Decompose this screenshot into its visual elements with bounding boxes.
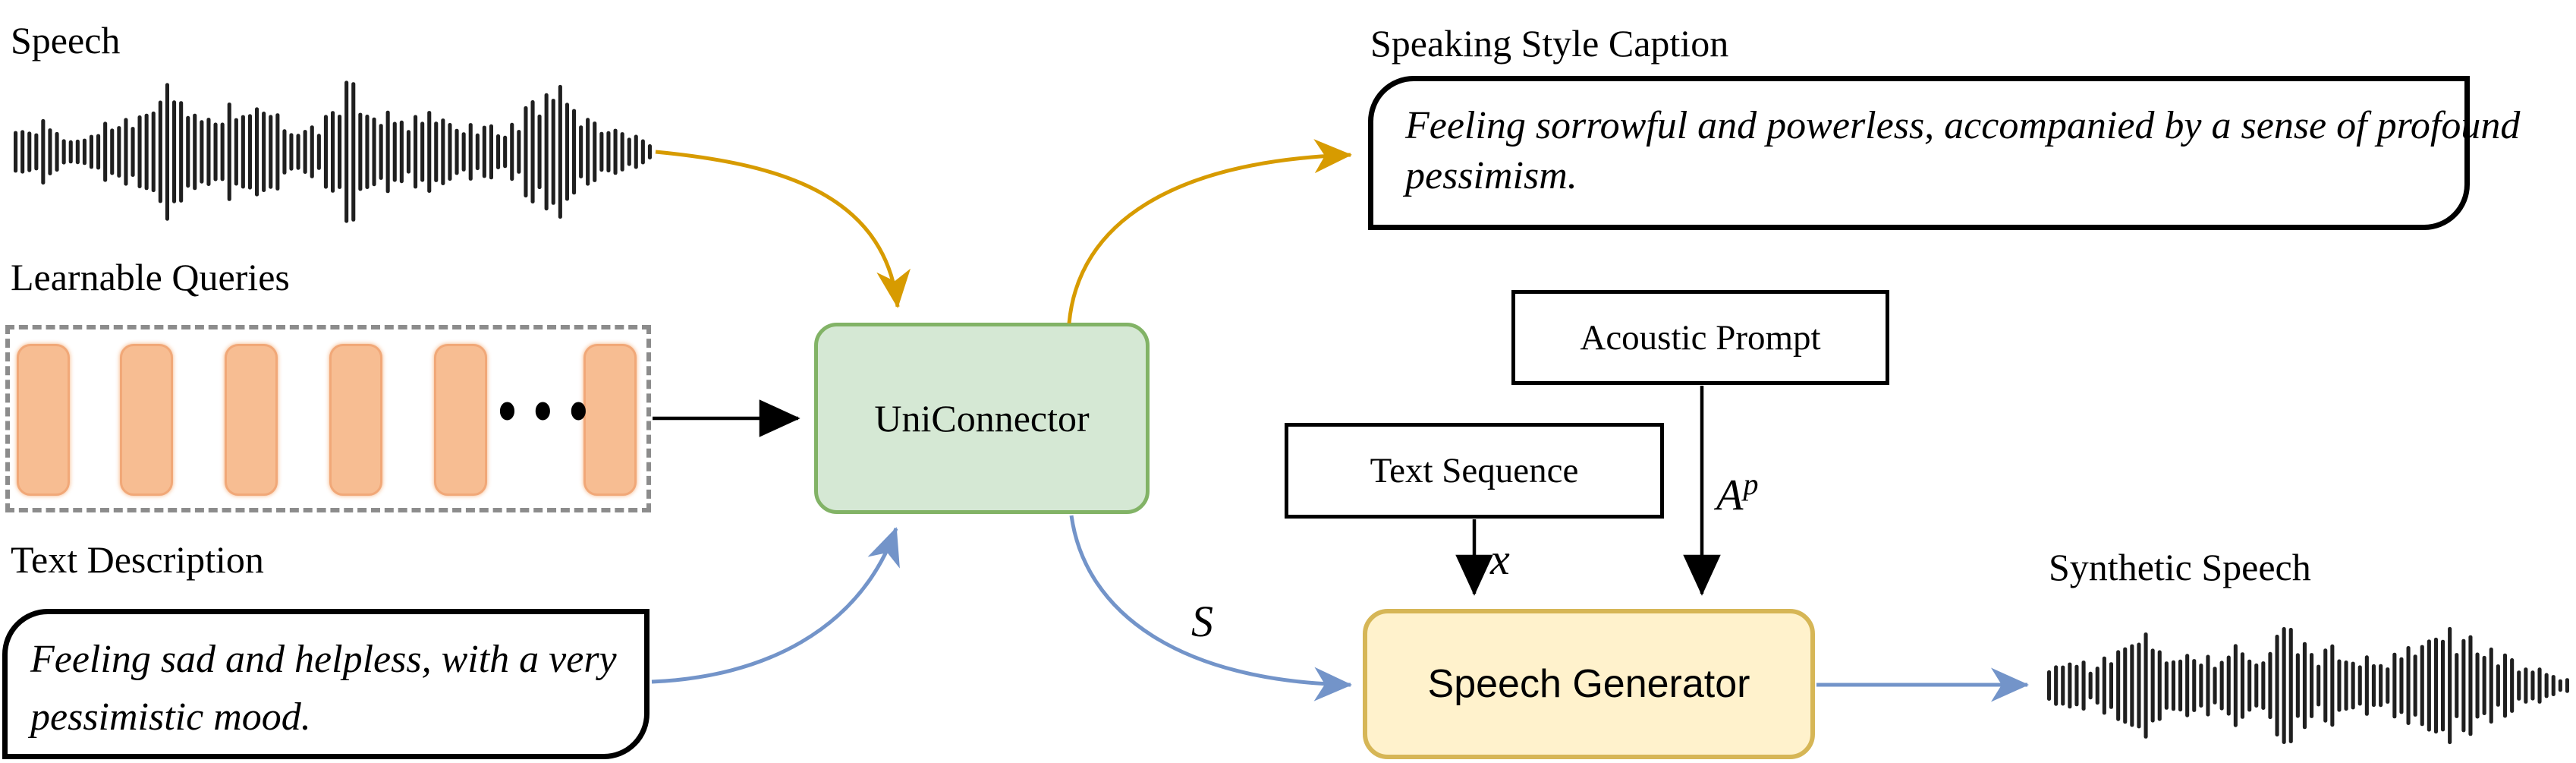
query-token <box>17 344 70 496</box>
text-description-label: Text Description <box>11 538 264 581</box>
acoustic-prompt-ap-label: Ap <box>1716 467 1759 520</box>
query-token <box>583 344 637 496</box>
synthetic-speech-label: Synthetic Speech <box>2049 546 2311 588</box>
uniconnector-label: UniConnector <box>874 397 1090 440</box>
speaking-style-caption-label: Speaking Style Caption <box>1370 22 1729 65</box>
text-description-line: Feeling sad and helpless, with a very <box>30 638 617 681</box>
learnable-queries-label: Learnable Queries <box>11 256 290 298</box>
ellipsis-icon: ••• <box>492 377 599 450</box>
speech-waveform-icon <box>14 74 655 230</box>
hidden-state-s-label: S <box>1191 597 1213 646</box>
text-input-x-label: x <box>1490 534 1510 584</box>
query-token <box>120 344 173 496</box>
arrow-textdesc-to-uniconnector <box>651 527 900 684</box>
text-description-box: Feeling sad and helpless, with a very pe… <box>2 609 650 759</box>
speaking-style-caption-box: Feeling sorrowful and powerless, accompa… <box>1368 76 2521 230</box>
speech-label: Speech <box>11 19 121 61</box>
text-sequence-label: Text Sequence <box>1370 451 1579 490</box>
query-token <box>434 344 487 496</box>
acoustic-prompt-box: Acoustic Prompt <box>1511 290 1889 385</box>
text-description-line: pessimistic mood. <box>30 695 311 739</box>
uniconnector-box: UniConnector <box>814 323 1150 514</box>
query-token <box>225 344 278 496</box>
acoustic-prompt-label: Acoustic Prompt <box>1580 317 1821 358</box>
arrow-uniconnector-to-caption <box>1067 139 1352 324</box>
caption-line: Feeling sorrowful and powerless, accompa… <box>1405 104 2521 147</box>
learnable-queries-box: ••• <box>5 325 651 512</box>
speech-generator-label: Speech Generator <box>1427 662 1750 706</box>
text-sequence-box: Text Sequence <box>1285 423 1664 519</box>
synthetic-speech-waveform-icon <box>2047 613 2572 758</box>
caption-line: pessimism. <box>1405 154 1577 197</box>
query-token <box>329 344 382 496</box>
arrow-speech-to-uniconnector <box>655 150 911 308</box>
speech-generator-box: Speech Generator <box>1363 609 1815 759</box>
